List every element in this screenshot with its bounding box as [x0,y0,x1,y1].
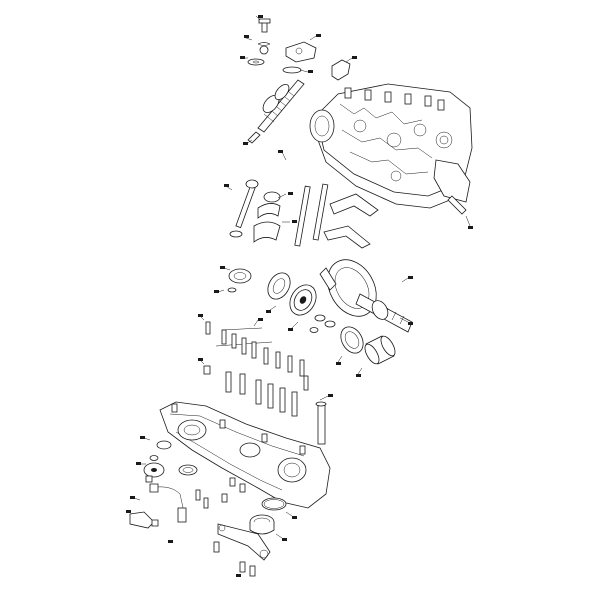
bevel-gear-shaft-part [319,259,413,333]
bearing-cup-part [340,326,364,354]
long-stud-part [315,401,327,445]
oring-part [282,66,302,74]
gasket-ring-part [261,497,287,511]
small-bolts-lower [195,477,256,577]
piston-cap-part [249,514,275,535]
plug-part [331,59,351,81]
bracket-part [129,511,159,529]
sleeve-part [364,335,396,365]
washer-part [247,58,265,66]
shift-shaft-assembly [229,179,379,249]
bearing-ring-part [267,272,291,300]
bearing-part [289,284,317,316]
upper-transmission-housing [309,83,473,215]
housing-bolts-group [203,321,327,445]
oil-seal-part [178,464,198,476]
cover-plate-part [285,41,317,63]
lever-arm-part [217,523,271,561]
spring-part [257,42,271,55]
top-small-parts-group [247,18,351,81]
bolt-part [258,18,271,33]
sensor-part [143,462,165,483]
bearings-and-gears-group [227,259,413,365]
seal-rings-part [309,314,336,333]
lower-transmission-housing [159,401,331,509]
callout-marks [126,15,473,577]
cable-connector-part [149,483,187,523]
small-gear-part [227,268,252,293]
seal-part [149,440,172,461]
lower-small-parts-group [129,440,287,577]
gear-shaft-assembly [247,79,305,144]
